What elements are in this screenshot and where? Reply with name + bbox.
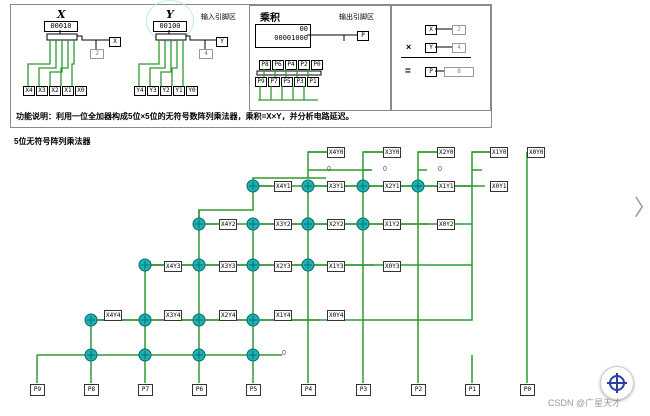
x-bit-3[interactable]: X3 — [36, 86, 48, 96]
p-bit-9[interactable]: P9 — [255, 77, 267, 87]
zero-const-row1-c: 0 — [438, 166, 442, 173]
tag-x2y3[interactable]: X2Y3 — [274, 261, 293, 272]
top-panel — [10, 4, 492, 128]
p-bit-8[interactable]: P8 — [259, 60, 271, 70]
out-p8[interactable]: P8 — [84, 384, 99, 396]
p-bit-0[interactable]: P0 — [311, 60, 323, 70]
top-wiring — [27, 28, 452, 101]
eq-y-pin[interactable]: Y — [425, 43, 437, 53]
tag-x4y2[interactable]: X4Y2 — [219, 219, 238, 230]
tag-x1y3[interactable]: X1Y3 — [327, 261, 346, 272]
y-bit-1[interactable]: Y1 — [173, 86, 185, 96]
tag-x1y4[interactable]: X1Y4 — [274, 310, 293, 321]
next-arrow-icon[interactable]: 〉 — [634, 190, 650, 222]
out-p7[interactable]: P7 — [138, 384, 153, 396]
tag-x0y2[interactable]: X0Y2 — [437, 219, 456, 230]
p-bit-4[interactable]: P4 — [285, 60, 297, 70]
tag-x4y0[interactable]: X4Y0 — [327, 147, 346, 158]
x-bit-1[interactable]: X1 — [62, 86, 74, 96]
y-pin[interactable]: Y — [216, 37, 228, 47]
eq-x-value: 2 — [452, 25, 466, 35]
x-value-probe: 2 — [90, 49, 104, 59]
tag-x3y2[interactable]: X3Y2 — [274, 219, 293, 230]
zero-const-bottom: 0 — [282, 350, 286, 357]
x-register[interactable]: 00010 — [44, 21, 78, 32]
y-bits-row: Y4 Y3 Y2 Y1 Y0 — [134, 86, 198, 96]
x-input-title: X — [57, 8, 66, 21]
tag-x0y3[interactable]: X0Y3 — [383, 261, 402, 272]
tag-x0y1[interactable]: X0Y1 — [490, 181, 509, 192]
out-p2[interactable]: P2 — [411, 384, 426, 396]
y-bit-0[interactable]: Y0 — [186, 86, 198, 96]
output-pin-panel — [249, 5, 391, 111]
eq-x-pin[interactable]: X — [425, 25, 437, 35]
tag-x0y4[interactable]: X0Y4 — [327, 310, 346, 321]
x-bits-row: X4 X3 X2 X1 X0 — [23, 86, 87, 96]
function-description: 功能说明：利用一位全加器构成5位×5位的无符号数阵列乘法器，乘积=X×Y，并分析… — [16, 112, 354, 121]
x-bit-4[interactable]: X4 — [23, 86, 35, 96]
tag-x1y0[interactable]: X1Y0 — [490, 147, 509, 158]
out-p4[interactable]: P4 — [301, 384, 316, 396]
tag-x2y4[interactable]: X2Y4 — [219, 310, 238, 321]
tag-x1y2[interactable]: X1Y2 — [383, 219, 402, 230]
tag-x3y3[interactable]: X3Y3 — [219, 261, 238, 272]
out-p0[interactable]: P0 — [520, 384, 535, 396]
eq-p-pin[interactable]: P — [425, 67, 437, 77]
product-title: 乘积 — [260, 13, 280, 24]
x-pin[interactable]: X — [109, 37, 121, 47]
out-p6[interactable]: P6 — [192, 384, 207, 396]
eq-y-value: 4 — [452, 43, 466, 53]
p-bit-1[interactable]: P1 — [307, 77, 319, 87]
tag-x4y1[interactable]: X4Y1 — [274, 181, 293, 192]
p-bits-bottom-row: P9 P7 P5 P3 P1 — [255, 77, 319, 87]
tag-x2y2[interactable]: X2Y2 — [327, 219, 346, 230]
y-bit-3[interactable]: Y3 — [147, 86, 159, 96]
tag-x3y1[interactable]: X3Y1 — [327, 181, 346, 192]
product-bin: 00001000 — [274, 34, 308, 42]
section-title: 5位无符号阵列乘法器 — [14, 137, 91, 146]
eq-p-value: 8 — [444, 67, 474, 77]
tag-x1y1[interactable]: X1Y1 — [437, 181, 456, 192]
input-area-label: 输入引脚区 — [201, 14, 236, 21]
x-bit-0[interactable]: X0 — [75, 86, 87, 96]
x-bit-2[interactable]: X2 — [49, 86, 61, 96]
p-bit-7[interactable]: P7 — [268, 77, 280, 87]
out-p3[interactable]: P3 — [356, 384, 371, 396]
p-bit-2[interactable]: P2 — [298, 60, 310, 70]
y-bit-2[interactable]: Y2 — [160, 86, 172, 96]
equation-panel — [391, 5, 491, 111]
out-p5[interactable]: P5 — [246, 384, 261, 396]
zero-const-row1-a: 0 — [327, 166, 331, 173]
selection-highlight — [146, 0, 194, 42]
y-value-probe: 4 — [199, 49, 213, 59]
tag-x4y4[interactable]: X4Y4 — [104, 310, 123, 321]
p-bit-5[interactable]: P5 — [281, 77, 293, 87]
out-p9[interactable]: P9 — [30, 384, 45, 396]
tag-x2y1[interactable]: X2Y1 — [383, 181, 402, 192]
p-bit-3[interactable]: P3 — [294, 77, 306, 87]
watermark: CSDN @广星天才 — [548, 398, 622, 408]
p-bit-6[interactable]: P6 — [272, 60, 284, 70]
product-display: 00 00001000 — [255, 24, 311, 48]
crosshair-icon — [607, 373, 627, 393]
tag-x4y3[interactable]: X4Y3 — [164, 261, 183, 272]
tag-x3y4[interactable]: X3Y4 — [164, 310, 183, 321]
crosshair-button[interactable] — [600, 366, 634, 400]
out-p1[interactable]: P1 — [465, 384, 480, 396]
zero-const-row1-b: 0 — [383, 166, 387, 173]
output-area-label: 输出引脚区 — [339, 14, 374, 21]
y-bit-4[interactable]: Y4 — [134, 86, 146, 96]
tag-x0y0[interactable]: X0Y0 — [527, 147, 546, 158]
p-pin[interactable]: P — [357, 31, 369, 41]
eq-times: × — [406, 42, 412, 52]
tag-x2y0[interactable]: X2Y0 — [437, 147, 456, 158]
p-bits-top-row: P8 P6 P4 P2 P0 — [259, 60, 323, 70]
tag-x3y0[interactable]: X3Y0 — [383, 147, 402, 158]
eq-equals: = — [405, 66, 411, 77]
eq-rule — [401, 57, 471, 58]
product-hex: 00 — [299, 25, 308, 33]
